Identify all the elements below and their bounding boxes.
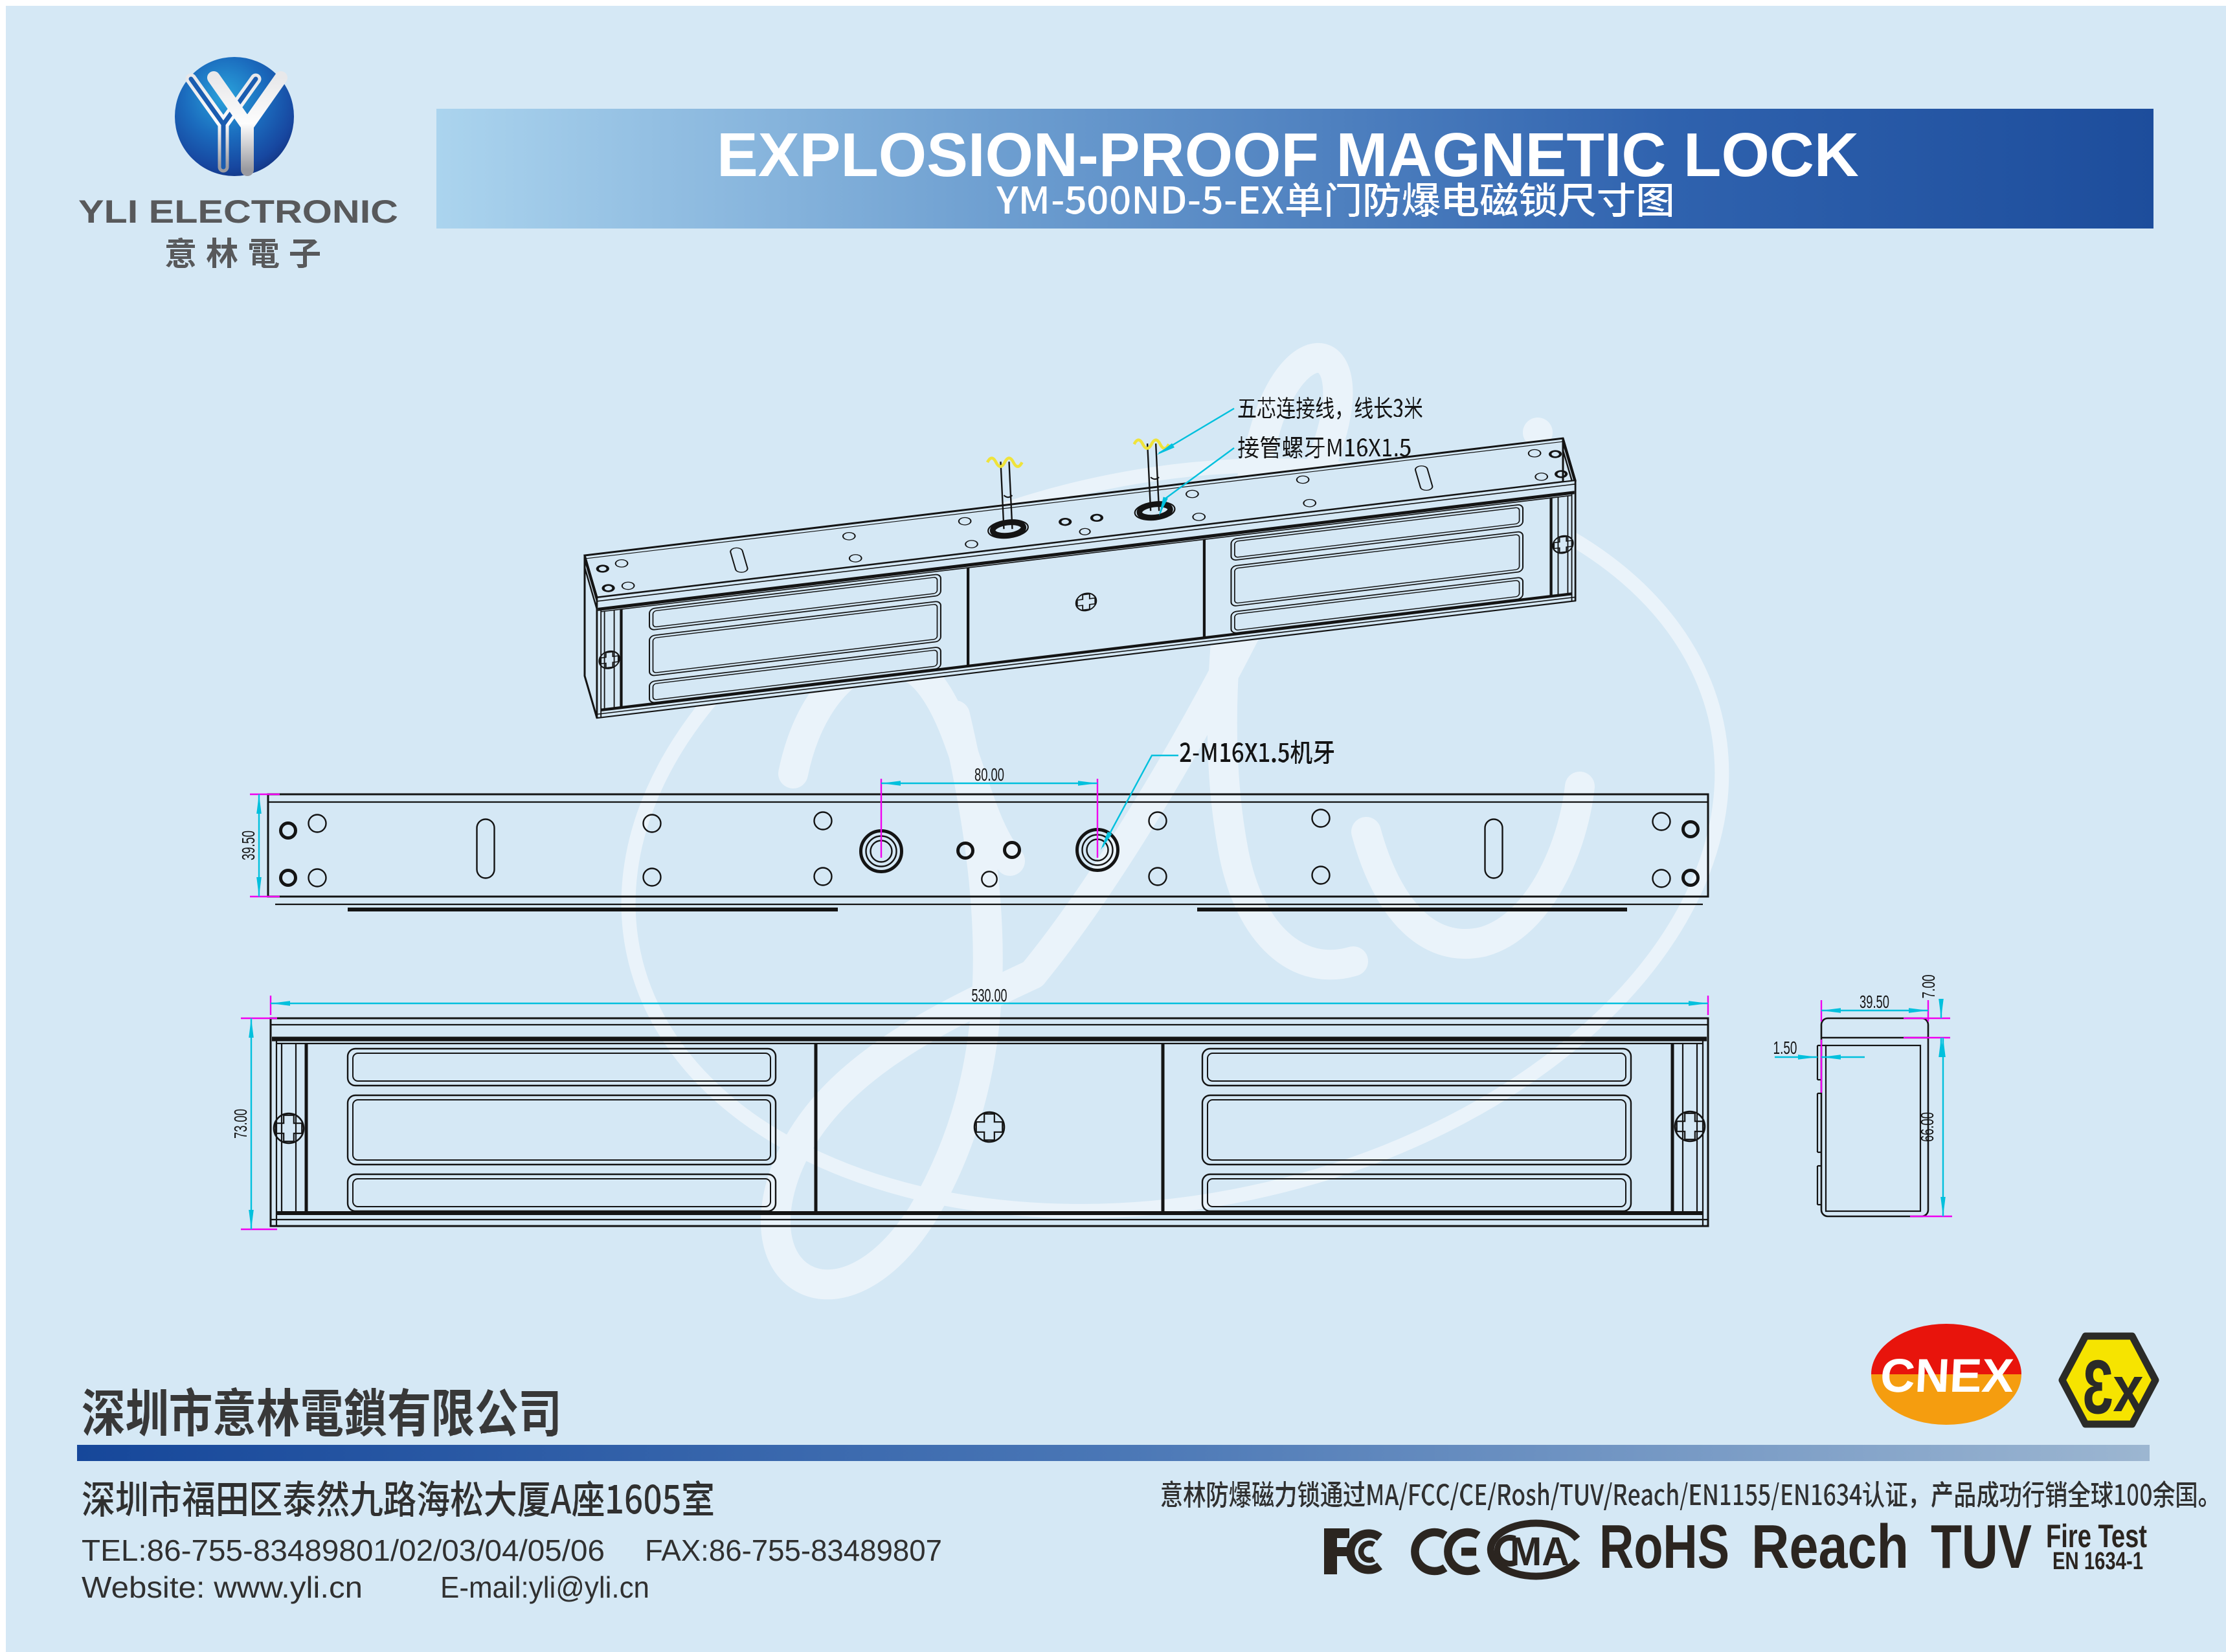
svg-text:CNEX: CNEX (1879, 1350, 2016, 1402)
svg-text:39.50: 39.50 (238, 831, 258, 860)
svg-text:Website: www.yli.cn: Website: www.yli.cn (82, 1570, 363, 1604)
svg-text:TEL:86-755-83489801/02/03/04/0: TEL:86-755-83489801/02/03/04/05/06 (82, 1534, 605, 1567)
svg-text:MA: MA (1510, 1530, 1569, 1574)
svg-text:Fire Test: Fire Test (2046, 1518, 2147, 1554)
svg-text:RoHS: RoHS (1599, 1512, 1729, 1581)
svg-text:73.00: 73.00 (230, 1109, 251, 1139)
svg-text:530.00: 530.00 (972, 985, 1007, 1005)
svg-text:x: x (2113, 1352, 2143, 1425)
svg-text:66.00: 66.00 (1917, 1112, 1937, 1142)
svg-text:Reach: Reach (1751, 1512, 1909, 1581)
svg-text:E-mail:yli@yli.cn: E-mail:yli@yli.cn (440, 1570, 649, 1604)
svg-text:EXPLOSION-PROOF MAGNETIC LOCK: EXPLOSION-PROOF MAGNETIC LOCK (717, 120, 1859, 190)
svg-text:FAX:86-755-83489807: FAX:86-755-83489807 (645, 1534, 942, 1567)
svg-text:EN 1634-1: EN 1634-1 (2052, 1548, 2143, 1575)
svg-text:7.00: 7.00 (1918, 975, 1939, 999)
svg-text:80.00: 80.00 (974, 765, 1004, 785)
svg-text:TUV: TUV (1931, 1512, 2032, 1581)
svg-text:1.50: 1.50 (1773, 1038, 1797, 1058)
svg-text:YLI ELECTRONIC: YLI ELECTRONIC (78, 194, 398, 230)
svg-text:3: 3 (2082, 1344, 2113, 1429)
svg-text:39.50: 39.50 (1860, 992, 1889, 1012)
